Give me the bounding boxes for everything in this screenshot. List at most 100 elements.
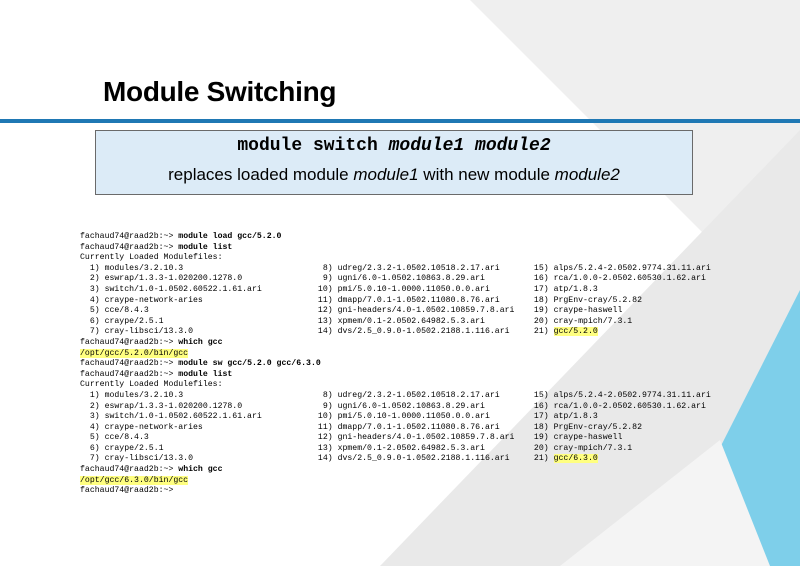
title-underline	[0, 119, 800, 123]
module-entry: 17) atp/1.8.3	[529, 284, 598, 294]
module-entry: 8) udreg/2.3.2-1.0502.10518.2.17.ari	[313, 390, 500, 400]
callout-desc-arg2: module2	[554, 165, 620, 184]
module-entry: 3) switch/1.0-1.0502.60522.1.61.ari	[80, 412, 262, 422]
module-entry: 14) dvs/2.5_0.9.0-1.0502.2188.1.116.ari	[313, 454, 510, 464]
terminal-line: fachaud74@raad2b:~> module load gcc/5.2.…	[80, 232, 770, 243]
module-entry: 13) xpmem/0.1-2.0502.64982.5.3.ari	[313, 443, 485, 453]
terminal-line: /opt/gcc/6.3.0/bin/gcc	[80, 475, 770, 487]
module-row: 3) switch/1.0-1.0502.60522.1.61.ari 10) …	[80, 285, 770, 296]
module-entry: 20) cray-mpich/7.3.1	[529, 443, 633, 453]
module-entry: 20) cray-mpich/7.3.1	[529, 316, 633, 326]
module-entry: 12) gni-headers/4.0-1.0502.10859.7.8.ari	[313, 306, 515, 316]
module-entry: 9) ugni/6.0-1.0502.10863.8.29.ari	[313, 274, 485, 284]
module-row: 1) modules/3.2.10.3 8) udreg/2.3.2-1.050…	[80, 391, 770, 402]
bg-light-triangle	[560, 440, 770, 566]
module-entry: 15) alps/5.2.4-2.0502.9774.31.11.ari	[529, 390, 711, 400]
callout-desc-prefix: replaces loaded module	[168, 165, 354, 184]
module-entry: 16) rca/1.0.0-2.0502.60530.1.62.ari	[529, 274, 706, 284]
module-entry: 14) dvs/2.5_0.9.0-1.0502.2188.1.116.ari	[313, 327, 510, 337]
which-result-2: /opt/gcc/6.3.0/bin/gcc	[80, 475, 189, 485]
module-entry: 12) gni-headers/4.0-1.0502.10859.7.8.ari	[313, 433, 515, 443]
bg-gray-triangle-mid	[380, 130, 800, 566]
prompt: fachaud74@raad2b:~>	[80, 242, 174, 252]
module-entry: 10) pmi/5.0.10-1.0000.11050.0.0.ari	[313, 284, 490, 294]
terminal-line: fachaud74@raad2b:~> which gcc	[80, 338, 770, 349]
command-text: module list	[178, 369, 233, 379]
module-row: 4) craype-network-aries 11) dmapp/7.0.1-…	[80, 296, 770, 307]
module-entry: 4) craype-network-aries	[80, 295, 203, 305]
prompt: fachaud74@raad2b:~>	[80, 232, 174, 241]
command-text: module sw gcc/5.2.0 gcc/6.3.0	[178, 359, 321, 369]
module-row: 7) cray-libsci/13.3.0 14) dvs/2.5_0.9.0-…	[80, 454, 770, 465]
module-entry: 8) udreg/2.3.2-1.0502.10518.2.17.ari	[313, 263, 500, 273]
terminal-line: fachaud74@raad2b:~> module list	[80, 243, 770, 254]
module-entry: 3) switch/1.0-1.0502.60522.1.61.ari	[80, 284, 262, 294]
callout-command-line: module switch module1 module2	[96, 136, 692, 156]
module-row: 2) eswrap/1.3.3-1.020200.1278.0 9) ugni/…	[80, 274, 770, 285]
which-result-1: /opt/gcc/5.2.0/bin/gcc	[80, 348, 189, 358]
loaded-modules-header: Currently Loaded Modulefiles:	[80, 253, 223, 263]
module-entry: 5) cce/8.4.3	[80, 306, 149, 316]
module-entry: 21) gcc/6.3.0	[529, 454, 598, 464]
module-entry: 18) PrgEnv-cray/5.2.82	[529, 295, 643, 305]
module-entry: 19) craype-haswell	[529, 433, 623, 443]
module-entry: 10) pmi/5.0.10-1.0000.11050.0.0.ari	[313, 412, 490, 422]
command-text: which gcc	[178, 465, 223, 475]
module-row: 3) switch/1.0-1.0502.60522.1.61.ari 10) …	[80, 412, 770, 423]
callout-command: module switch	[237, 136, 378, 156]
command-callout-box: module switch module1 module2 replaces l…	[95, 130, 693, 195]
loaded-modules-header: Currently Loaded Modulefiles:	[80, 380, 223, 390]
module-entry: 1) modules/3.2.10.3	[80, 263, 184, 273]
highlighted-gcc-module: gcc/6.3.0	[553, 454, 598, 464]
module-row: 2) eswrap/1.3.3-1.020200.1278.0 9) ugni/…	[80, 402, 770, 413]
module-row: 7) cray-libsci/13.3.0 14) dvs/2.5_0.9.0-…	[80, 327, 770, 338]
terminal-line: fachaud74@raad2b:~> which gcc	[80, 465, 770, 476]
terminal-output: fachaud74@raad2b:~> module load gcc/5.2.…	[80, 232, 770, 497]
terminal-line: /opt/gcc/5.2.0/bin/gcc	[80, 348, 770, 360]
module-row: 6) craype/2.5.1 13) xpmem/0.1-2.0502.649…	[80, 317, 770, 328]
module-entry: 17) atp/1.8.3	[529, 412, 598, 422]
module-entry: 2) eswrap/1.3.3-1.020200.1278.0	[80, 401, 243, 411]
prompt: fachaud74@raad2b:~>	[80, 337, 174, 347]
module-entry: 6) craype/2.5.1	[80, 443, 164, 453]
terminal-line: fachaud74@raad2b:~> module sw gcc/5.2.0 …	[80, 359, 770, 370]
module-entry: 2) eswrap/1.3.3-1.020200.1278.0	[80, 274, 243, 284]
prompt: fachaud74@raad2b:~>	[80, 486, 174, 496]
prompt: fachaud74@raad2b:~>	[80, 359, 174, 369]
module-row: 4) craype-network-aries 11) dmapp/7.0.1-…	[80, 423, 770, 434]
module-entry: 9) ugni/6.0-1.0502.10863.8.29.ari	[313, 401, 485, 411]
command-text: module list	[178, 242, 233, 252]
module-entry: 11) dmapp/7.0.1-1.0502.11080.8.76.ari	[313, 422, 500, 432]
module-entry: 4) craype-network-aries	[80, 422, 203, 432]
module-entry: 16) rca/1.0.0-2.0502.60530.1.62.ari	[529, 401, 706, 411]
module-entry: 19) craype-haswell	[529, 306, 623, 316]
module-entry: 15) alps/5.2.4-2.0502.9774.31.11.ari	[529, 263, 711, 273]
terminal-line: fachaud74@raad2b:~> module list	[80, 370, 770, 381]
callout-desc-arg1: module1	[353, 165, 419, 184]
module-row: 5) cce/8.4.3 12) gni-headers/4.0-1.0502.…	[80, 306, 770, 317]
module-entry: 5) cce/8.4.3	[80, 433, 149, 443]
module-list-1: 1) modules/3.2.10.3 8) udreg/2.3.2-1.050…	[80, 264, 770, 338]
module-entry: 6) craype/2.5.1	[80, 316, 164, 326]
module-row: 6) craype/2.5.1 13) xpmem/0.1-2.0502.649…	[80, 444, 770, 455]
module-row: 1) modules/3.2.10.3 8) udreg/2.3.2-1.050…	[80, 264, 770, 275]
module-entry: 7) cray-libsci/13.3.0	[80, 327, 194, 337]
slide-title: Module Switching	[103, 76, 337, 107]
prompt: fachaud74@raad2b:~>	[80, 465, 174, 475]
module-entry: 18) PrgEnv-cray/5.2.82	[529, 422, 643, 432]
callout-arg1: module1	[388, 136, 465, 156]
callout-desc-mid: with new module	[418, 165, 555, 184]
module-list-2: 1) modules/3.2.10.3 8) udreg/2.3.2-1.050…	[80, 391, 770, 465]
callout-description: replaces loaded module module1 with new …	[96, 165, 692, 185]
module-row: 5) cce/8.4.3 12) gni-headers/4.0-1.0502.…	[80, 433, 770, 444]
callout-arg2: module2	[475, 136, 551, 156]
module-entry: 21) gcc/5.2.0	[529, 327, 598, 337]
highlighted-gcc-module: gcc/5.2.0	[553, 327, 598, 337]
module-entry: 11) dmapp/7.0.1-1.0502.11080.8.76.ari	[313, 295, 500, 305]
terminal-line: fachaud74@raad2b:~>	[80, 486, 770, 497]
module-entry: 7) cray-libsci/13.3.0	[80, 454, 194, 464]
command-text: module load gcc/5.2.0	[178, 232, 282, 241]
prompt: fachaud74@raad2b:~>	[80, 369, 174, 379]
